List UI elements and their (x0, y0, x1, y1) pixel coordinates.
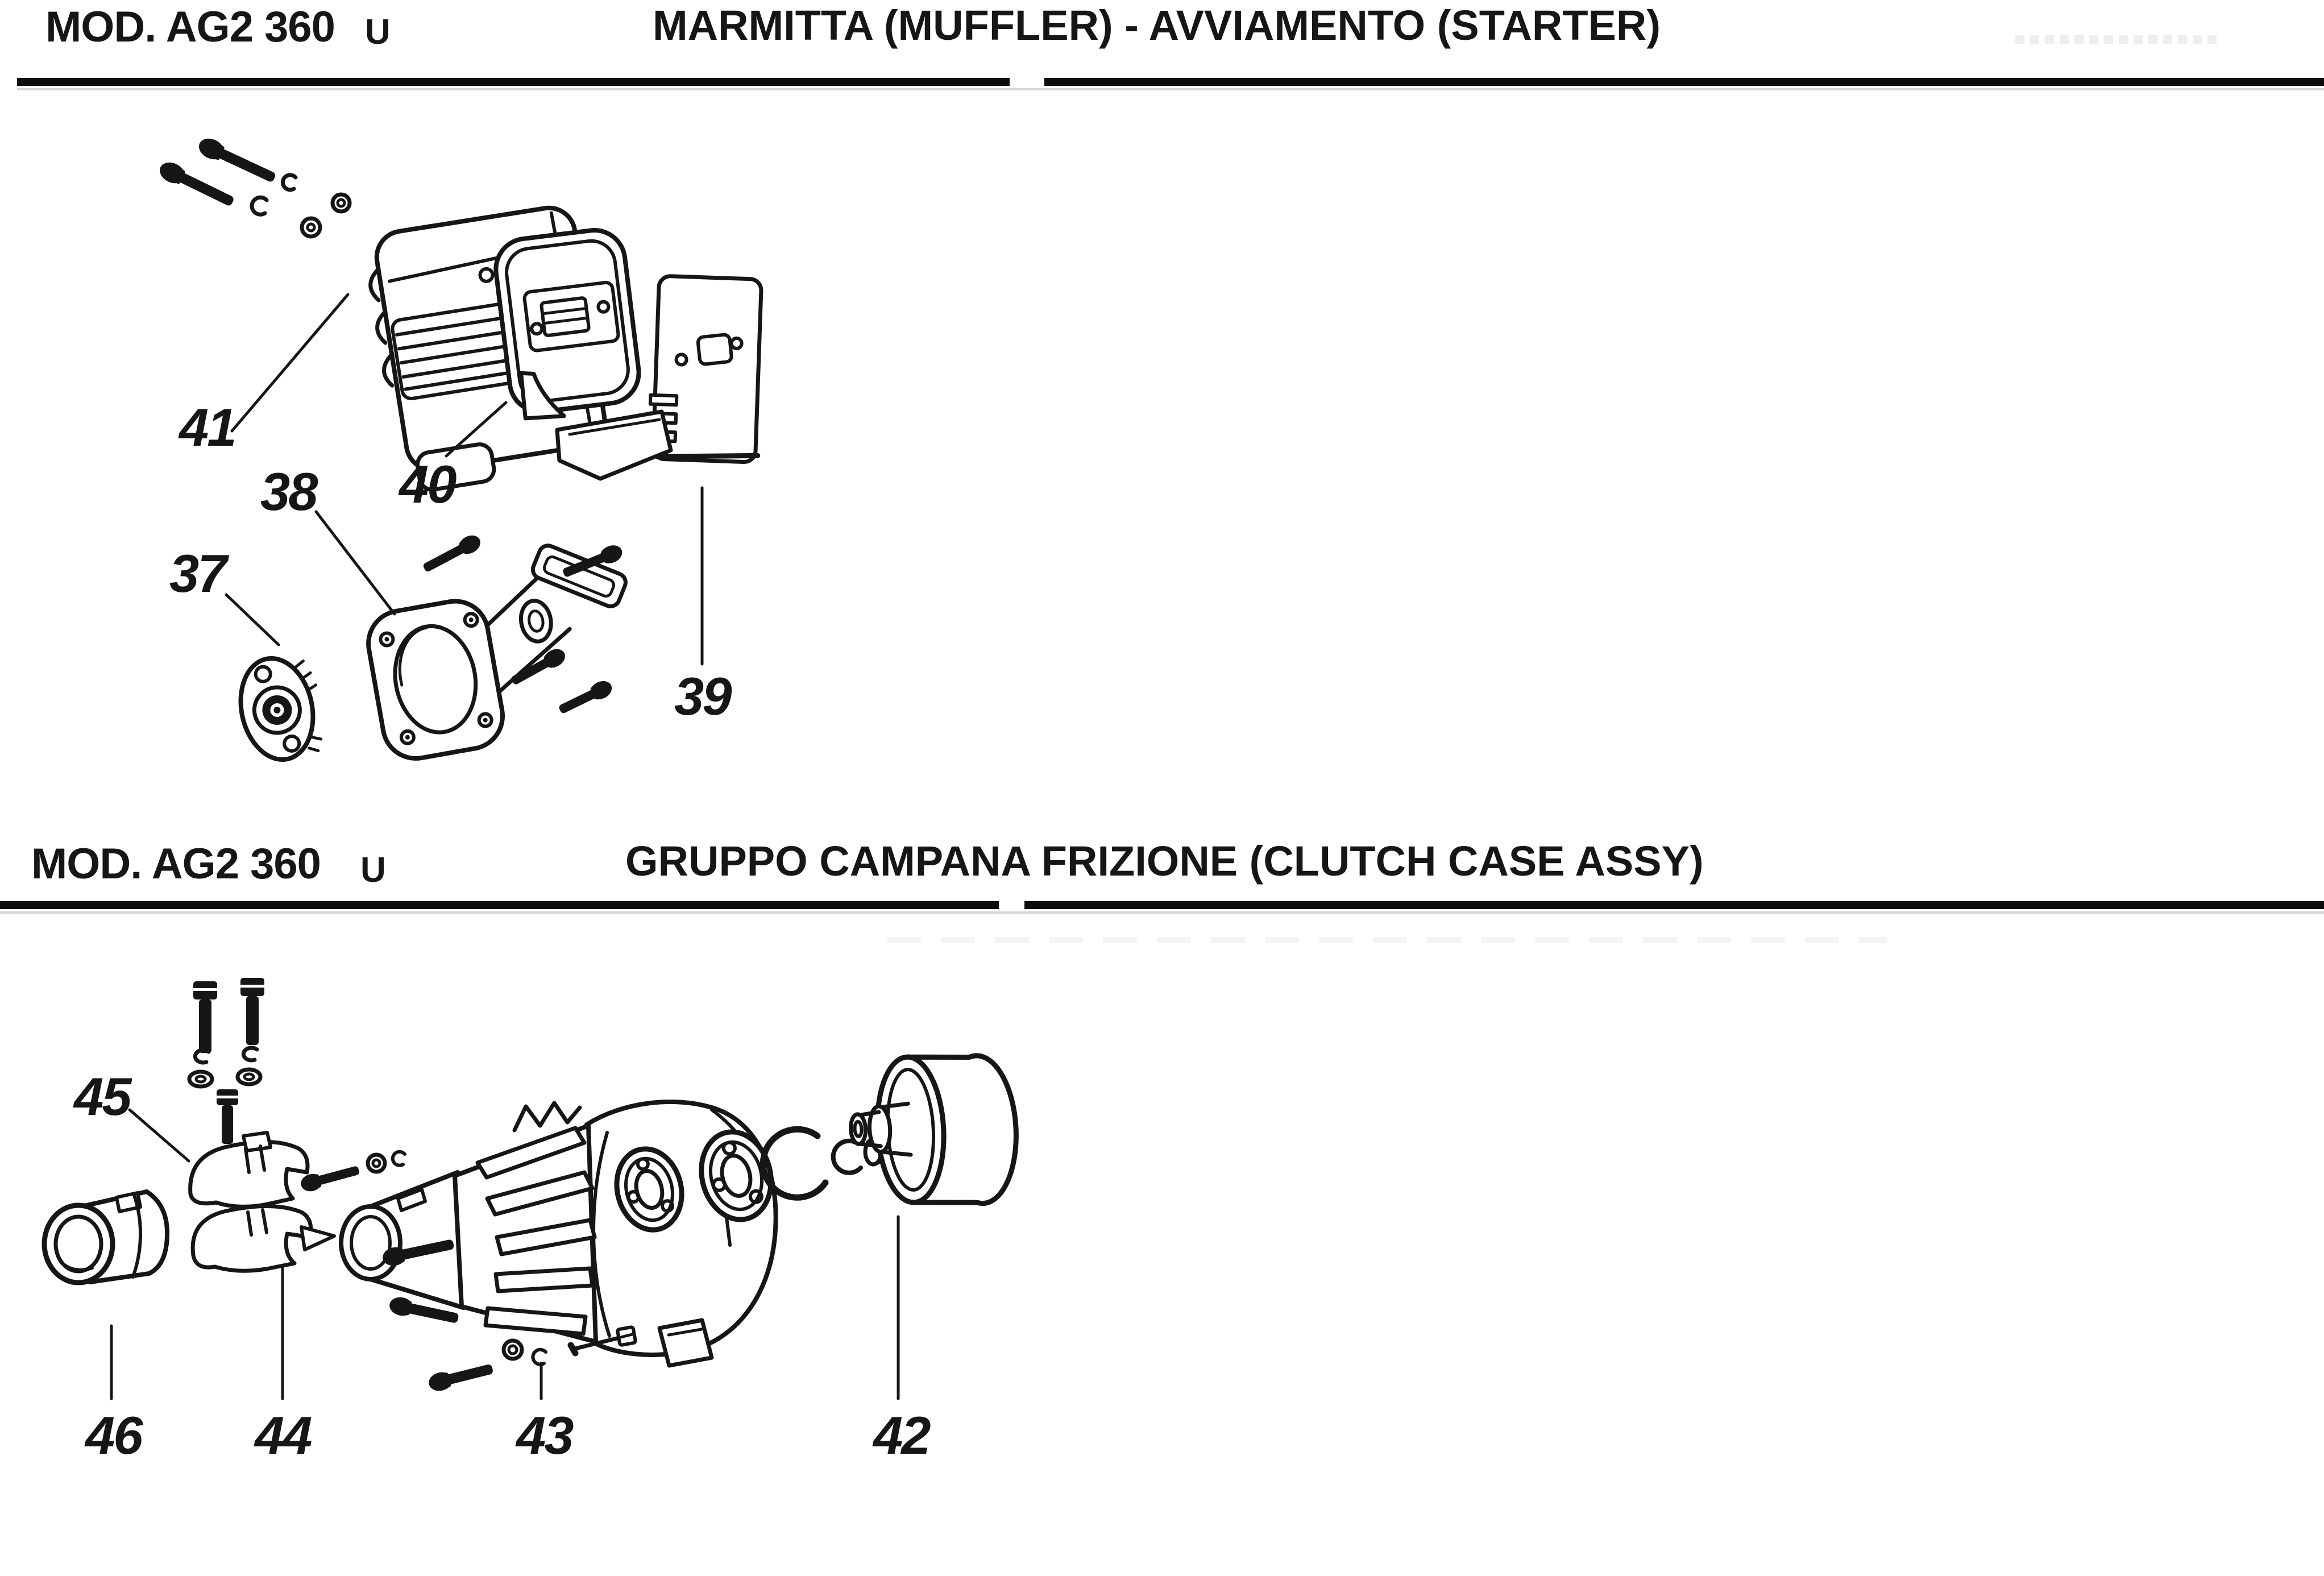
snap-ring-icon (760, 1126, 829, 1201)
section2-rule-right (1024, 901, 2324, 909)
washer-icon (235, 1067, 263, 1086)
clutch-bolt-icon (217, 1089, 238, 1144)
housing-bolt-icon (383, 1239, 454, 1266)
clutch-bolt-icon (193, 981, 217, 1053)
housing-bolt-icon (429, 1365, 493, 1391)
small-screw-icon (567, 1325, 637, 1357)
part-label-39: 39 (674, 666, 732, 726)
section2-model-label: MOD. AG2 360 (31, 840, 321, 888)
retainer-clip-icon (391, 1150, 406, 1167)
washer-icon (330, 192, 352, 214)
section1-model-suffix: U (365, 13, 391, 52)
exhaust-clamp-illustration (238, 656, 323, 762)
section2-model-suffix: U (360, 851, 386, 890)
housing-bolt-icon (301, 1166, 359, 1192)
split-washer-icon (241, 1046, 259, 1063)
leader-lines (110, 1108, 900, 1400)
flange-bolt-icon (563, 545, 622, 577)
part-label-42: 42 (873, 1405, 931, 1465)
flange-bolt-icon (559, 681, 612, 714)
part-label-40: 40 (399, 454, 457, 514)
part-label-46: 46 (85, 1405, 143, 1465)
e-clip-icon (831, 1138, 863, 1175)
coupling-cup-illustration (42, 1189, 170, 1285)
ball-bearing-icon (614, 1146, 684, 1233)
washer-icon (300, 216, 322, 239)
washer-icon (187, 1069, 214, 1089)
flange-bolt-hole-icon (379, 612, 493, 745)
muffler-starter-exploded-diagram (160, 138, 763, 762)
clutch-drum-illustration (849, 1053, 1019, 1206)
muffler-bolt-icon (198, 138, 276, 182)
part-label-43: 43 (516, 1405, 574, 1465)
part-label-37: 37 (169, 544, 227, 603)
clutch-bolt-icon (240, 978, 264, 1045)
section1-rule-right (1044, 78, 2324, 86)
section2-rule-left (0, 901, 999, 909)
part-label-44: 44 (255, 1405, 313, 1465)
leader-lines (225, 293, 704, 666)
section2-title: GRUPPO CAMPANA FRIZIONE (CLUTCH CASE ASS… (625, 837, 1704, 885)
part-label-41: 41 (179, 397, 237, 457)
flange-bolt-icon (423, 535, 481, 572)
washer-icon (501, 1338, 524, 1361)
split-washer-icon (193, 1048, 211, 1065)
retainer-clip-icon (250, 195, 269, 217)
heat-shield-wing-illustration (555, 409, 673, 481)
housing-bolt-icon (389, 1297, 459, 1323)
retainer-clip-icon (280, 173, 298, 192)
muffler-bolt-icon (160, 162, 234, 206)
section2-rule-shadow (0, 911, 2324, 914)
muffler-cover-illustration (493, 228, 641, 421)
clutch-shoes-illustration (188, 1131, 336, 1273)
section1-rule-shadow (17, 88, 2324, 90)
section1-model-label: MOD. AG2 360 (45, 3, 335, 51)
retainer-clip-icon (531, 1347, 547, 1366)
manifold-flange-illustration (366, 544, 628, 761)
flange-bolt-icon (511, 649, 565, 685)
clutch-case-exploded-diagram (42, 978, 1019, 1400)
scan-artifact (887, 937, 1887, 943)
washer-icon (366, 1152, 387, 1174)
ball-bearing-icon (699, 1129, 774, 1222)
section1-rule-left (17, 78, 1010, 86)
part-label-38: 38 (260, 462, 318, 521)
section1-title: MARMITTA (MUFFLER) - AVVIAMENTO (STARTER… (653, 2, 1661, 49)
part-label-45: 45 (74, 1067, 132, 1126)
scan-artifact (2015, 35, 2220, 44)
